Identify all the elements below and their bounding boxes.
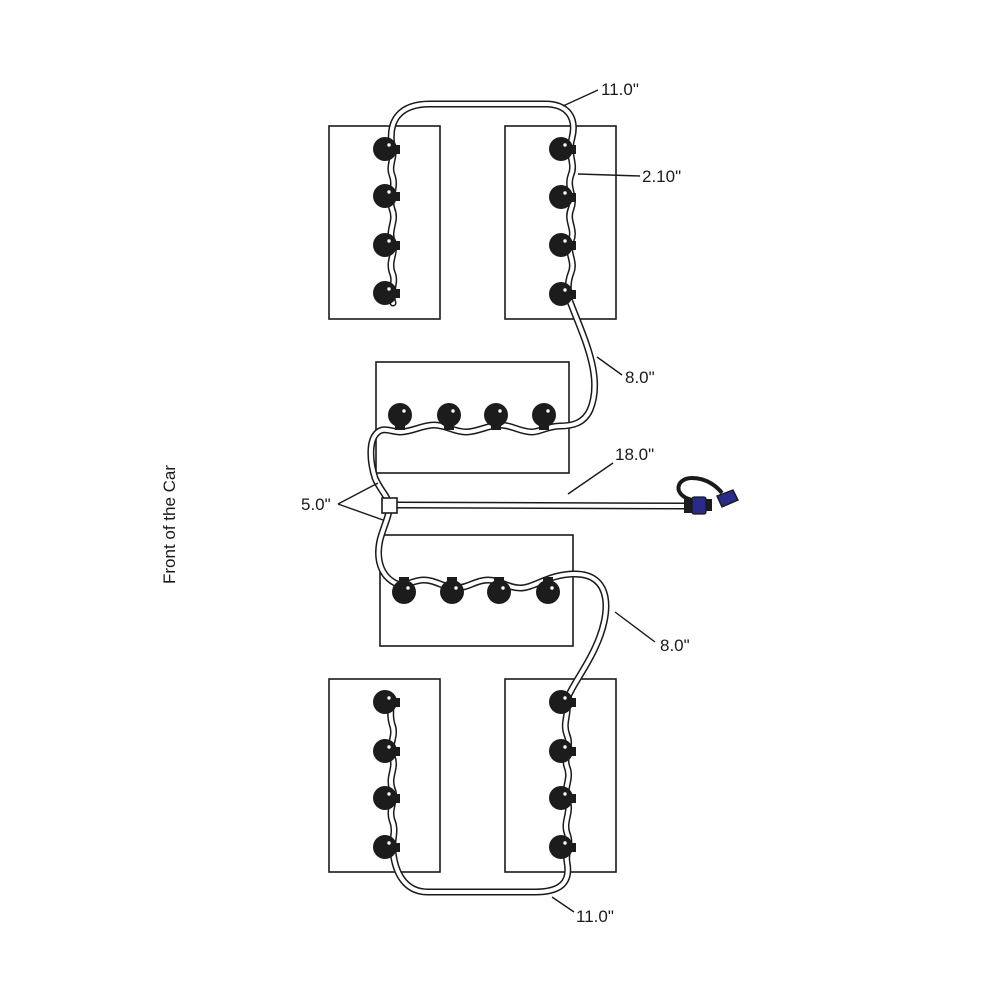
- dimension-leaders: [337, 89, 656, 913]
- filler-cap-icon: [549, 137, 576, 161]
- hose-segment: [395, 503, 686, 508]
- dimension-cap-spacing: 2.10": [642, 167, 681, 186]
- filler-cap-icon: [484, 403, 508, 430]
- quick-connector-icon: [676, 475, 739, 515]
- filler-cap-icon: [549, 739, 576, 763]
- filler-cap-icon: [549, 282, 576, 306]
- filler-caps: [373, 137, 576, 859]
- filler-cap-icon: [549, 690, 576, 714]
- filler-cap-icon: [388, 403, 412, 430]
- filler-cap-icon: [549, 835, 576, 859]
- filler-cap-icon: [373, 137, 400, 161]
- filler-cap-icon: [373, 835, 400, 859]
- hose-segment: [368, 294, 597, 507]
- dimension-upper-connector: 8.0": [625, 368, 655, 387]
- tee-fitting: [381, 497, 398, 514]
- filler-cap-icon: [373, 184, 400, 208]
- filler-cap-icon: [487, 577, 511, 604]
- dimension-top-loop: 11.0": [601, 80, 639, 99]
- filler-cap-icon: [549, 786, 576, 810]
- dimension-tee-branches: 5.0": [301, 495, 331, 514]
- filler-cap-icon: [373, 233, 400, 257]
- filler-cap-icon: [373, 281, 400, 305]
- filler-cap-icon: [373, 786, 400, 810]
- filler-cap-icon: [536, 577, 560, 604]
- dimension-bottom-loop: 11.0": [576, 907, 614, 926]
- filler-cap-icon: [373, 739, 400, 763]
- hose-segment: [376, 503, 608, 704]
- filler-cap-icon: [437, 403, 461, 430]
- filler-cap-icon: [392, 577, 416, 604]
- dimension-lower-connector: 8.0": [660, 636, 690, 655]
- filler-cap-icon: [373, 690, 400, 714]
- filler-cap-icon: [549, 233, 576, 257]
- filler-cap-icon: [549, 185, 576, 209]
- filler-cap-icon: [440, 577, 464, 604]
- dimension-feed-line: 18.0": [615, 445, 654, 464]
- filler-cap-icon: [532, 403, 556, 430]
- front-of-car-label: Front of the Car: [160, 465, 179, 584]
